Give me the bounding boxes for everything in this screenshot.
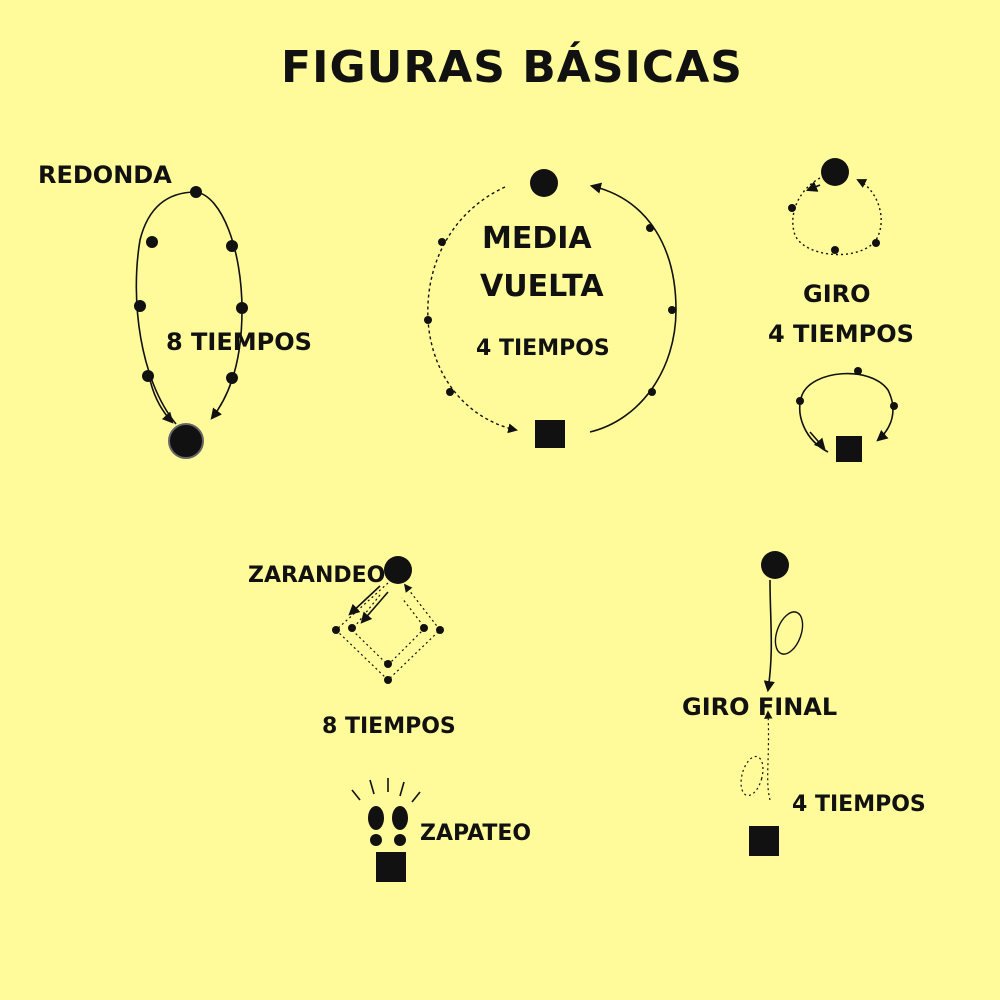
media-vuelta-tiempos: 4 TIEMPOS xyxy=(476,336,610,361)
step-dot xyxy=(420,624,428,632)
step-dot xyxy=(190,186,202,198)
tap-line xyxy=(369,779,375,795)
step-dot xyxy=(384,676,392,684)
redonda-figure: REDONDA 8 TIEMPOS xyxy=(38,161,312,459)
step-dot xyxy=(236,302,248,314)
step-dot xyxy=(348,624,356,632)
step-dot xyxy=(332,626,340,634)
giro-final-figure: GIRO FINAL 4 TIEMPOS xyxy=(682,551,926,856)
zarandeo-figure: ZARANDEO 8 TIEMPOS xyxy=(248,556,456,739)
zarandeo-label: ZARANDEO xyxy=(248,563,385,588)
step-dot xyxy=(424,316,432,324)
square-dancer-icon xyxy=(535,420,565,448)
giro-final-spin-loop xyxy=(774,611,804,655)
redonda-label: REDONDA xyxy=(38,161,172,189)
step-dot xyxy=(788,204,796,212)
giro-bottom-path xyxy=(799,372,894,453)
footprints-icon xyxy=(351,778,421,846)
step-dot xyxy=(831,246,839,254)
circle-dancer-icon xyxy=(821,158,849,186)
giro-tiempos: 4 TIEMPOS xyxy=(768,320,914,348)
page-title: FIGURAS BÁSICAS xyxy=(281,40,743,93)
step-dot xyxy=(646,224,654,232)
step-dot xyxy=(226,240,238,252)
zarandeo-arrow-1 xyxy=(348,585,381,616)
giro-top-path xyxy=(792,177,882,256)
square-dancer-icon xyxy=(836,436,862,462)
right-sole xyxy=(392,806,408,830)
circle-dancer-icon xyxy=(530,169,558,197)
media-vuelta-label-line2: VUELTA xyxy=(480,269,604,304)
giro-figure: GIRO 4 TIEMPOS xyxy=(768,158,914,462)
step-dot xyxy=(668,306,676,314)
redonda-path-right xyxy=(195,191,243,420)
giro-final-path-up xyxy=(764,710,773,801)
zarandeo-tiempos: 8 TIEMPOS xyxy=(322,714,456,739)
left-heel xyxy=(370,834,382,846)
step-dot xyxy=(438,238,446,246)
step-dot xyxy=(890,402,898,410)
media-vuelta-figure: MEDIA VUELTA 4 TIEMPOS xyxy=(424,169,677,448)
giro-final-spin-loop-dotted xyxy=(740,755,764,797)
media-vuelta-label-line1: MEDIA xyxy=(482,221,592,256)
giro-label: GIRO xyxy=(803,280,871,308)
step-dot xyxy=(648,388,656,396)
square-dancer-icon xyxy=(749,826,779,856)
tap-line xyxy=(351,789,361,801)
step-dot xyxy=(446,388,454,396)
circle-dancer-icon xyxy=(168,423,204,459)
redonda-tiempos: 8 TIEMPOS xyxy=(166,328,312,356)
giro-final-path-down xyxy=(763,579,775,693)
step-dot xyxy=(872,239,880,247)
right-heel xyxy=(394,834,406,846)
step-dot xyxy=(142,370,154,382)
square-dancer-icon xyxy=(376,852,406,882)
step-dot xyxy=(436,626,444,634)
giro-bottom-arrow xyxy=(809,431,826,450)
step-dot xyxy=(146,236,158,248)
giro-final-tiempos: 4 TIEMPOS xyxy=(792,792,926,817)
step-dot xyxy=(796,397,804,405)
zapateo-label: ZAPATEO xyxy=(420,821,531,846)
step-dot xyxy=(134,300,146,312)
step-dot xyxy=(384,660,392,668)
zarandeo-inner-path xyxy=(351,594,426,666)
tap-line xyxy=(411,791,421,803)
giro-final-label: GIRO FINAL xyxy=(682,693,837,721)
step-dot xyxy=(854,367,862,375)
media-vuelta-path-right xyxy=(589,182,677,433)
left-sole xyxy=(368,806,384,830)
zarandeo-arrow-2 xyxy=(360,591,389,624)
circle-dancer-icon xyxy=(384,556,412,584)
redonda-arrow-in xyxy=(149,379,174,424)
circle-dancer-icon xyxy=(761,551,789,579)
tap-line xyxy=(399,781,405,797)
giro-top-arrow xyxy=(805,181,821,192)
step-dot xyxy=(226,372,238,384)
redonda-path-left xyxy=(135,191,197,425)
zapateo-figure: ZAPATEO xyxy=(351,778,531,882)
